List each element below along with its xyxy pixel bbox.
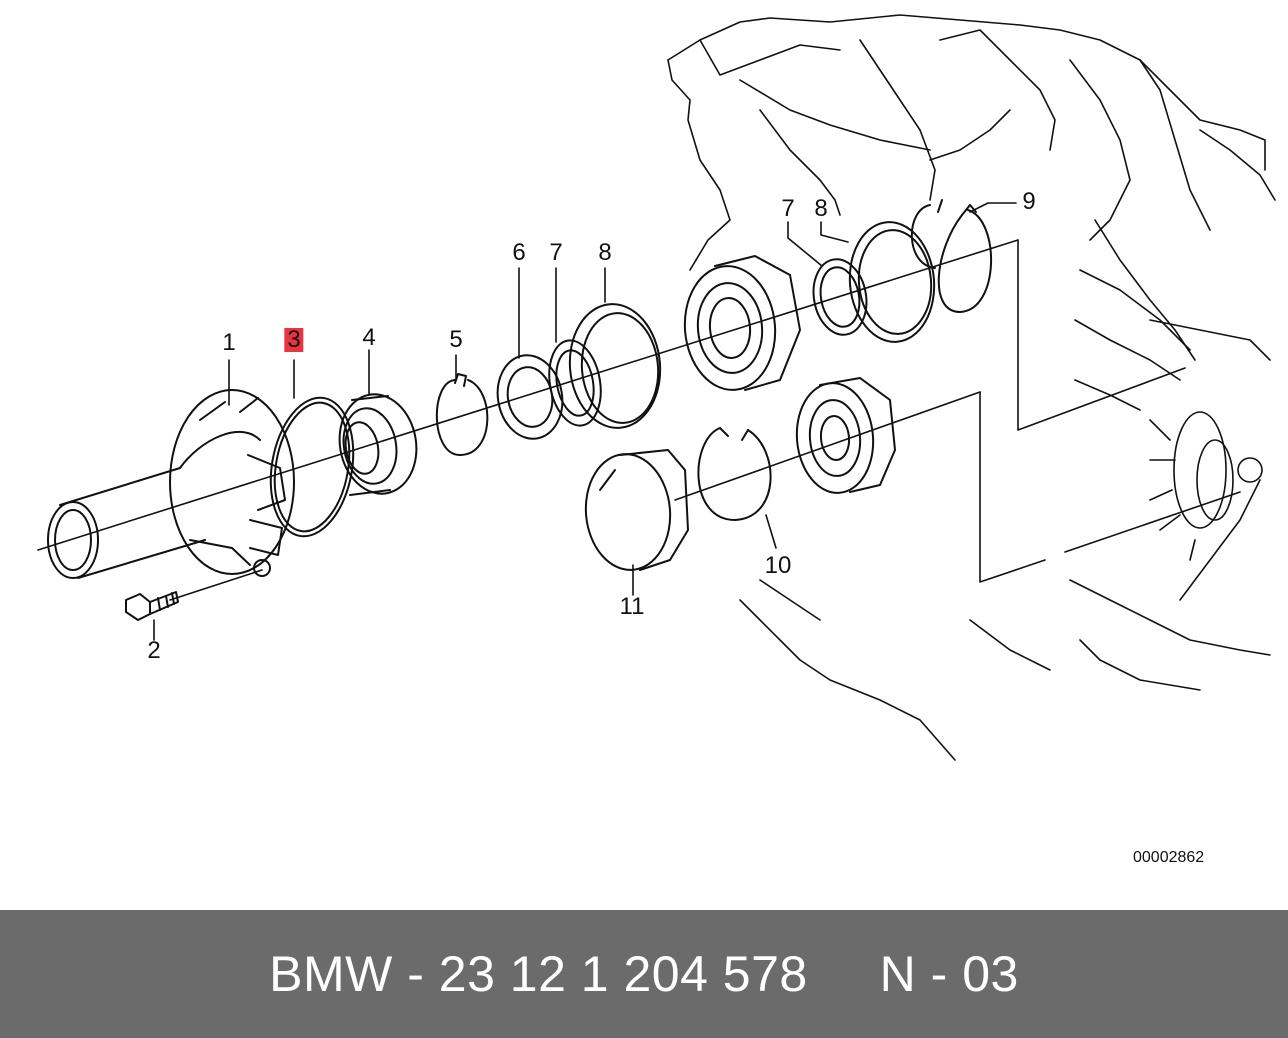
ball-bearing-upper xyxy=(683,255,801,391)
part-label-10[interactable]: 10 xyxy=(764,552,792,579)
ball-bearing-lower xyxy=(795,377,896,494)
part-5-circlip xyxy=(435,373,489,456)
part-label-11[interactable]: 11 xyxy=(619,593,645,620)
part-1-guide-sleeve xyxy=(47,389,295,579)
transmission-housing xyxy=(667,14,1276,761)
part-number-footer: BMW - 23 12 1 204 578 N - 03 xyxy=(0,910,1288,1038)
part-10-circlip xyxy=(697,427,772,521)
part-number-text: BMW - 23 12 1 204 578 N - 03 xyxy=(269,946,1019,1002)
part-label-8-left[interactable]: 8 xyxy=(598,239,612,266)
part-label-2[interactable]: 2 xyxy=(147,637,161,664)
part-label-6[interactable]: 6 xyxy=(512,239,526,266)
part-label-4[interactable]: 4 xyxy=(362,324,376,351)
exploded-parts-diagram xyxy=(37,14,1276,761)
part-9-circlip xyxy=(910,199,993,313)
part-label-7-right[interactable]: 7 xyxy=(781,195,795,222)
part-7-snap-ring-right xyxy=(812,258,868,336)
part-3-o-ring xyxy=(269,396,355,538)
part-label-3-highlighted[interactable]: 3 xyxy=(284,328,304,352)
part-11-cover-cap xyxy=(584,449,689,571)
assembly-axis-lines xyxy=(37,239,1241,601)
label-leader-lines xyxy=(153,202,1017,641)
part-7-snap-ring xyxy=(548,339,602,427)
part-label-9[interactable]: 9 xyxy=(1022,188,1036,215)
part-label-8-right[interactable]: 8 xyxy=(814,195,828,222)
part-8-shim-ring xyxy=(568,303,662,429)
part-label-5[interactable]: 5 xyxy=(449,326,463,353)
drawing-number: 00002862 xyxy=(1133,849,1205,866)
part-2-bolt xyxy=(125,591,179,621)
part-8-shim-ring-right xyxy=(848,221,936,343)
part-label-1[interactable]: 1 xyxy=(222,329,236,356)
part-label-7-left[interactable]: 7 xyxy=(549,239,563,266)
